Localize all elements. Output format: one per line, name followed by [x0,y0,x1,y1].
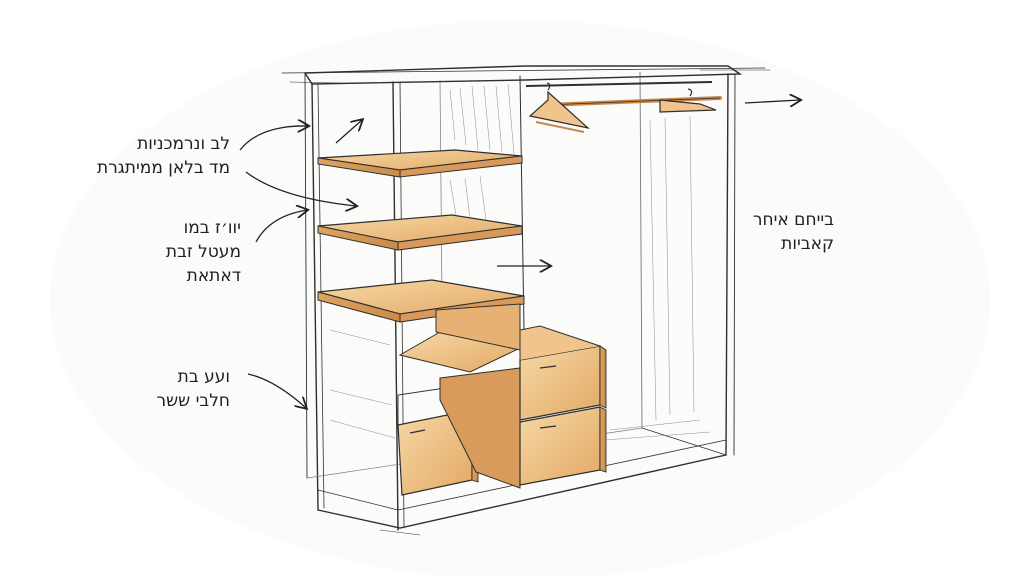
annotation-drawers-line2: חלבי ששר [156,391,231,411]
hanging-rod [525,81,722,107]
arrow-icon [335,120,362,144]
arrow-icon [255,210,307,243]
annotation-arrows [239,100,800,408]
annotation-drawers: ועע בת חלבי ששר [157,365,231,413]
annotation-middle-shelf: יוו׳ז במו מעטל זבת דאתאת [166,216,241,288]
annotation-shelves-line1: לב ונרמכניות [137,134,230,154]
arrow-icon [247,373,306,408]
annotation-hanging: בייחם איחר קאביות [753,208,834,256]
annotation-shelves: לב ונרמכניות מד בלאן ממיתגרת [97,132,230,180]
annotation-hanging-line2: קאביות [781,234,834,254]
annotation-drawers-line1: ועע בת [177,367,230,387]
hanger-icon [528,82,717,133]
inner-shelf [398,303,522,373]
annotation-middle-shelf-line1: יוו׳ז במו [183,218,241,238]
middle-shelf [317,214,523,251]
arrow-icon [744,100,800,103]
upper-shelf [317,149,523,178]
annotation-hanging-line1: בייחם איחר [752,210,834,230]
drawer-right-lower [519,406,607,486]
annotation-shelves-line2: מד בלאן ממיתגרת [97,158,230,178]
annotation-middle-shelf-line3: דאתאת [186,266,241,286]
arrow-icon [239,126,308,151]
sketch-hatching [329,83,711,441]
arrow-icon [245,171,356,206]
annotation-middle-shelf-line2: מעטל זבת [165,242,241,262]
drawer-right-upper [519,325,607,421]
drawer-stack-base [439,367,521,489]
